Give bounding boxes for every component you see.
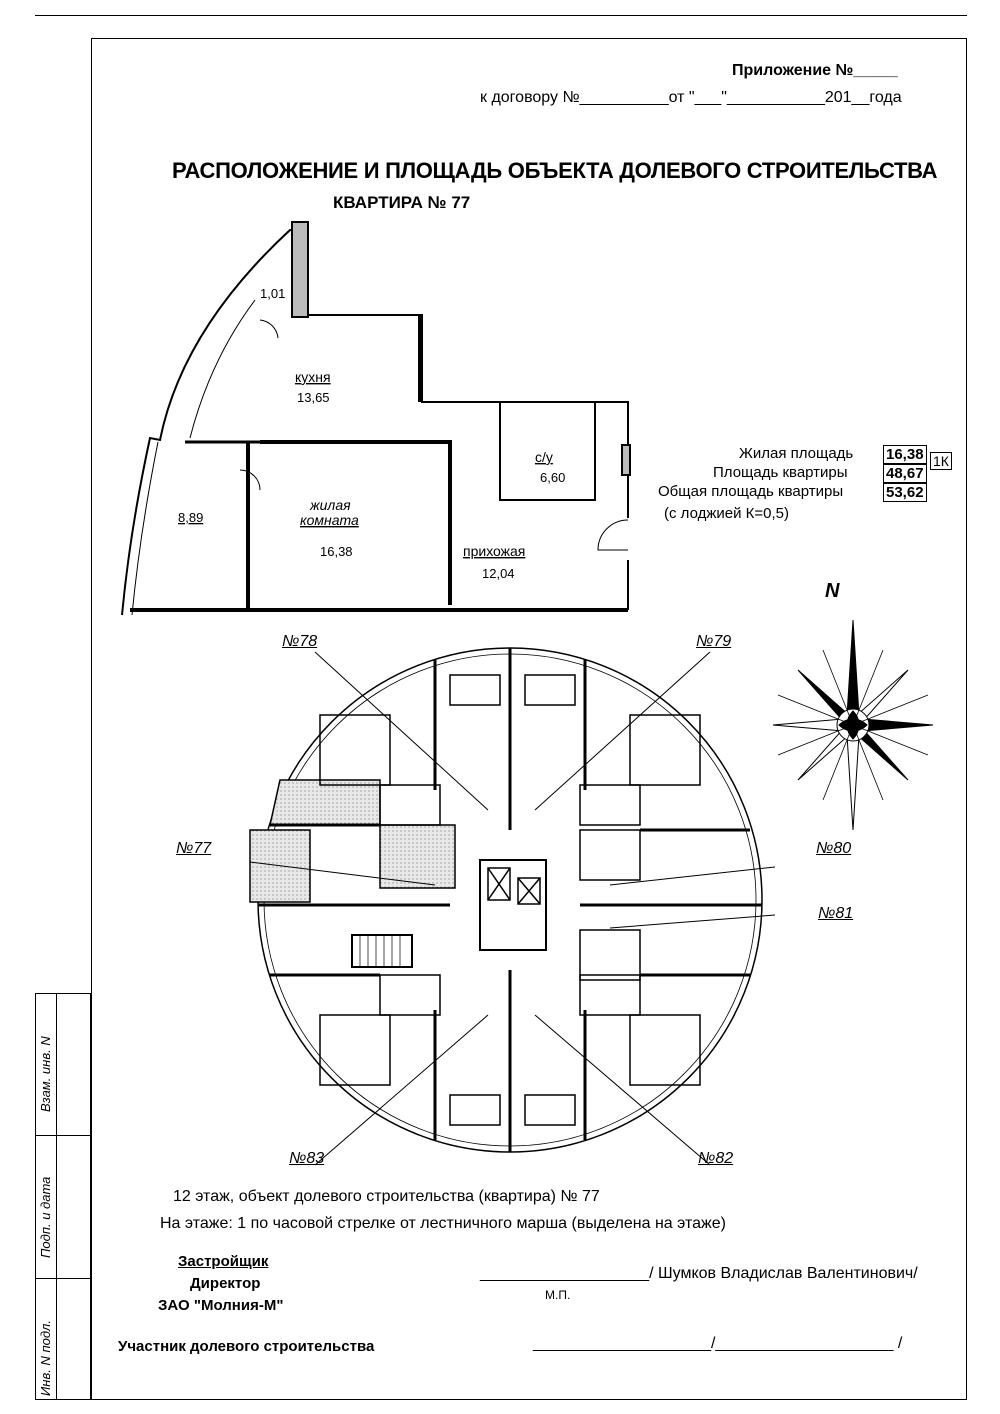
hall-label: прихожая: [463, 543, 525, 559]
living-area: 16,38: [320, 544, 353, 559]
living-label-2: комната: [300, 512, 359, 528]
loggia-area: 8,89: [178, 510, 203, 525]
compass-rose: N: [772, 580, 934, 831]
living-area-label: Жилая площадь: [739, 445, 854, 462]
apt-label-80: №80: [816, 840, 852, 857]
apt-label-78: №78: [282, 633, 318, 650]
living-label-1: жилая: [309, 497, 351, 513]
page-frame: [91, 38, 967, 1400]
bath-label: с/у: [535, 449, 553, 465]
page-title: РАСПОЛОЖЕНИЕ И ПЛОЩАДЬ ОБЪЕКТА ДОЛЕВОГО …: [172, 158, 938, 183]
developer-company: ЗАО "Молния-М": [158, 1297, 284, 1314]
floor-plan: [249, 647, 776, 1166]
developer-title: Застройщик: [178, 1253, 269, 1270]
side-stamp-row-line: [36, 1135, 92, 1136]
floor-info-line-2: На этаже: 1 по часовой стрелке от лестни…: [160, 1215, 726, 1232]
apt-label-82: №82: [698, 1150, 734, 1167]
bath-area: 6,60: [540, 470, 565, 485]
stamp-label: М.П.: [545, 1288, 571, 1302]
developer-signature-line: ___________________/ Шумков Владислав Ва…: [480, 1265, 918, 1282]
hall-area: 12,04: [482, 566, 515, 581]
side-stamp-vzam: Взам. инв. N: [38, 1036, 53, 1112]
side-stamp-divider: [56, 994, 57, 1399]
side-stamp-inv: Инв. N подл.: [38, 1320, 53, 1396]
developer-role: Директор: [190, 1275, 261, 1292]
participant-label: Участник долевого строительства: [118, 1338, 375, 1355]
apartment-plan: 1,01 кухня 13,65 с/у 6,60 8,89 жилая ком…: [121, 221, 631, 616]
apartment-area-value: 48,67: [883, 464, 927, 483]
balcony-area: 1,01: [260, 286, 285, 301]
top-rule: [35, 15, 967, 16]
total-area-value: 53,62: [883, 483, 927, 502]
rooms-badge: 1К: [930, 452, 952, 470]
side-stamp-row-line: [36, 1278, 92, 1279]
side-stamp-podp: Подп. и дата: [38, 1176, 53, 1258]
loggia-note: (с лоджией К=0,5): [664, 505, 789, 522]
apt-label-83: №83: [289, 1150, 325, 1167]
apt-label-79: №79: [696, 633, 732, 650]
floor-info-line-1: 12 этаж, объект долевого строительства (…: [173, 1188, 600, 1205]
total-area-label: Общая площадь квартиры: [658, 483, 844, 500]
kitchen-label: кухня: [295, 369, 331, 385]
apt-label-81: №81: [818, 905, 854, 922]
appendix-number: Приложение №_____: [732, 62, 898, 79]
side-stamp: Взам. инв. N Подп. и дата Инв. N подл.: [35, 993, 92, 1400]
apt-label-77: №77: [176, 840, 212, 857]
living-area-value: 16,38: [883, 445, 927, 464]
apartment-area-label: Площадь квартиры: [713, 464, 848, 481]
kitchen-area: 13,65: [297, 390, 330, 405]
facade-curve: [121, 228, 306, 616]
compass-north: N: [825, 580, 840, 602]
contract-line: к договору №__________от "___"__________…: [480, 89, 902, 106]
participant-signature-line: ____________________/___________________…: [533, 1335, 903, 1352]
apartment-title: КВАРТИРА № 77: [333, 193, 471, 212]
